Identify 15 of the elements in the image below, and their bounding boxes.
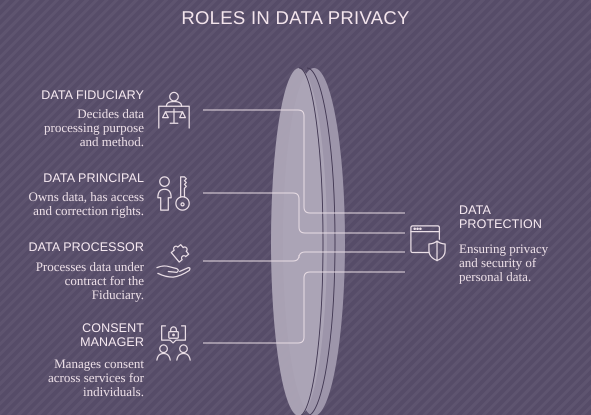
role-description: Ensuring privacy and security of personal data. (459, 242, 550, 284)
role-heading: DATA PROTECTION (459, 203, 543, 231)
connector-line (202, 110, 406, 214)
role-description: Owns data, has access and correction rights. (27, 190, 144, 218)
title: ROLES IN DATA PRIVACY (181, 6, 410, 30)
role-description: Decides data processing purpose and method. (42, 107, 144, 148)
role-description: Manages consent across services for individuals. (46, 357, 144, 398)
connector-line (202, 192, 406, 234)
role-heading: DATA PRINCIPAL (43, 171, 144, 185)
role-heading: DATA PROCESSOR (28, 240, 144, 254)
connector-line (202, 272, 406, 344)
role-description: Processes data under contract for the Fiduciary. (34, 260, 144, 302)
role-heading: DATA FIDUCIARY (41, 88, 144, 102)
role-heading: CONSENT MANAGER (79, 321, 144, 349)
connector-line (202, 252, 406, 262)
